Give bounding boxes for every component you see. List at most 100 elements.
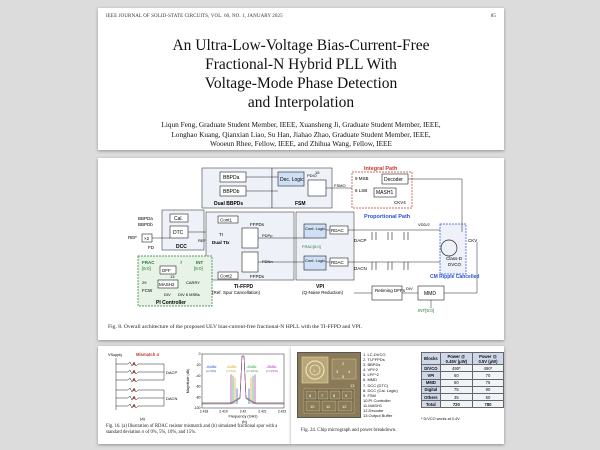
spectrum-series-line: [201, 355, 284, 405]
vdd-half-label: VDD/2: [418, 222, 431, 227]
val-7: 7: [180, 260, 183, 265]
frac-bus-label: FRAC[6:0]: [302, 244, 321, 249]
dacn-label: DACN: [354, 266, 367, 271]
running-header: IEEE JOURNAL OF SOLID-STATE CIRCUITS, VO…: [106, 14, 496, 19]
dvco-label: DVCO: [448, 262, 462, 267]
rdac-figure: VSupply Mismatch σ DACP DACN (a) 0-20-40…: [108, 352, 286, 424]
ffpd-p-box: [241, 227, 259, 249]
figure-page: BBPDa BBPDb Dual BBPDs Dec. Logic PDIO F…: [98, 158, 504, 340]
x-axis-label: Frequency (GHz): [228, 415, 258, 419]
x-tick-label: 2.418: [200, 410, 209, 414]
chip-micrograph: 1 2 3 4 5 6 7 8 9 10 11 12 13: [297, 352, 361, 418]
inductor-coil: [305, 360, 325, 380]
cm-ripple-label: CM Ripple Cancelled: [430, 274, 479, 280]
die-block-numbers: 1 2 3 4 5 6 7 8 9 10 11 12 13: [309, 361, 355, 409]
x-tick-label: 2.421: [258, 410, 267, 414]
svg-text:3: 3: [336, 369, 339, 374]
inductor-symbol: [440, 239, 458, 257]
ref-out-label: REF: [198, 238, 207, 243]
mismatch-label: Mismatch σ: [136, 352, 159, 357]
x-tick-label: 2.42: [240, 410, 247, 414]
svg-text:12: 12: [342, 404, 347, 409]
div-msbs-label: DIV 6 MSBs: [178, 292, 200, 297]
retiming-label: Retiming DFFs: [375, 288, 406, 293]
spur-annotation: -44dBc: [226, 365, 237, 369]
table-header-row: Blocks Power @ 0.45V (μW) Power @ 0.5V (…: [421, 351, 505, 366]
y-axis-label: Magnitude (dB): [186, 369, 190, 394]
dec-logic-label: Dec. Logic: [280, 177, 304, 183]
svg-text:10: 10: [310, 404, 315, 409]
int-bits-label: [5:0]: [194, 266, 203, 271]
pdp-label: PDPp: [262, 233, 273, 238]
cont2-label: Cont2: [220, 274, 233, 279]
bbpd-a-label: BBPDa: [223, 175, 240, 181]
int-label: INT: [196, 260, 204, 265]
frac-bits-label: [6:0]: [142, 266, 151, 271]
ti-label: TI: [219, 232, 223, 237]
vpi-label: VPI: [316, 284, 325, 290]
mash1-label: MASH1: [376, 190, 393, 196]
proportional-path-label: Proportional Path: [364, 214, 411, 220]
cont1-label: Cont1: [220, 218, 233, 223]
legend-item: 5. LPF^2: [363, 372, 379, 378]
plot-area: [201, 353, 285, 409]
integral-path-label: Integral Path: [364, 166, 398, 172]
ref-input-label: REF: [128, 235, 137, 240]
dff-label: DFF: [162, 268, 171, 273]
legend-item: 11.MASH1: [363, 402, 383, 408]
dacp-label: DACP: [354, 238, 367, 243]
subfigure-b-label: (b): [242, 419, 248, 424]
fd-label: FD: [148, 245, 155, 250]
svg-text:5: 5: [342, 374, 345, 379]
y-tick-label: -40: [196, 374, 201, 378]
div-out-label: DIV: [406, 286, 413, 291]
page-number: 85: [490, 14, 496, 19]
author-line: Liqun Feng, Graduate Student Member, IEE…: [161, 120, 441, 129]
dual-tix-label: Dual TIx: [212, 240, 230, 245]
journal-header: IEEE JOURNAL OF SOLID-STATE CIRCUITS, VO…: [106, 14, 283, 19]
spur-annotation-sigma: (σ=15%): [266, 369, 278, 373]
ffpd-n-box: [241, 251, 259, 273]
legend-item: 13.Output Buffer: [363, 413, 393, 419]
ffpds-label-top: FFPDs: [250, 222, 265, 227]
mash2-label: MASH2: [159, 282, 175, 287]
spur-annotation-sigma: (σ=0%): [206, 369, 216, 373]
cont-logic-label-n: Cont. Logic: [305, 258, 325, 263]
dec-logic-box: [277, 171, 305, 187]
architecture-diagram: BBPDa BBPDb Dual BBPDs Dec. Logic PDIO F…: [128, 166, 479, 313]
power-breakdown-table: Blocks Power @ 0.45V (μW) Power @ 0.5V (…: [421, 351, 505, 409]
mash1-box: [373, 187, 397, 198]
rdac-n-label: RDAC: [331, 260, 345, 265]
integral-path-box: [351, 171, 413, 209]
legend-item: 8. DCC (Cal. Logic): [363, 387, 398, 393]
legend-item: 10.PI Controller: [363, 397, 391, 403]
legend-item: 12.Decoder: [363, 408, 384, 414]
spur-annotation: -40dBc: [246, 365, 257, 369]
figure-caption: Fig. 24. Chip micrograph and power break…: [301, 428, 397, 433]
svg-text:8: 8: [333, 393, 336, 398]
y-tick-label: -60: [196, 385, 201, 389]
div-label: DIV: [164, 292, 171, 297]
table-footnote: * D/VCO works at 0.4V.: [421, 417, 461, 421]
vpi-sub: (Q-Noise Reduction): [302, 290, 344, 295]
y-tick-label: 0: [199, 352, 201, 356]
author-list: Liqun Feng, Graduate Student Member, IEE…: [116, 120, 486, 149]
fsmo-label: FSMO: [334, 183, 346, 188]
y-tick-label: -80: [196, 395, 201, 399]
table-header: Power @ 0.45V (μW): [439, 351, 473, 366]
micrograph-legend: 1. LC-DVCO 2. TI-FFPDs 3. BBPDs 4. VPI^2…: [363, 352, 418, 418]
x-tick-label: 2.419: [219, 410, 228, 414]
pdio-label: PDIO: [307, 173, 317, 178]
spur-annotation-sigma: (σ=10%): [246, 369, 258, 373]
rdac-p-label: RDAC: [331, 228, 345, 233]
dacn-label: DACN: [166, 396, 177, 401]
svg-text:6: 6: [309, 393, 312, 398]
dacp-label: DACP: [166, 370, 177, 375]
spur-annotation: -64dBc: [206, 365, 217, 369]
pdn-label: PDNn: [262, 259, 273, 264]
msb-label: 9 MSB: [355, 176, 369, 181]
table-header: Blocks: [421, 351, 441, 366]
